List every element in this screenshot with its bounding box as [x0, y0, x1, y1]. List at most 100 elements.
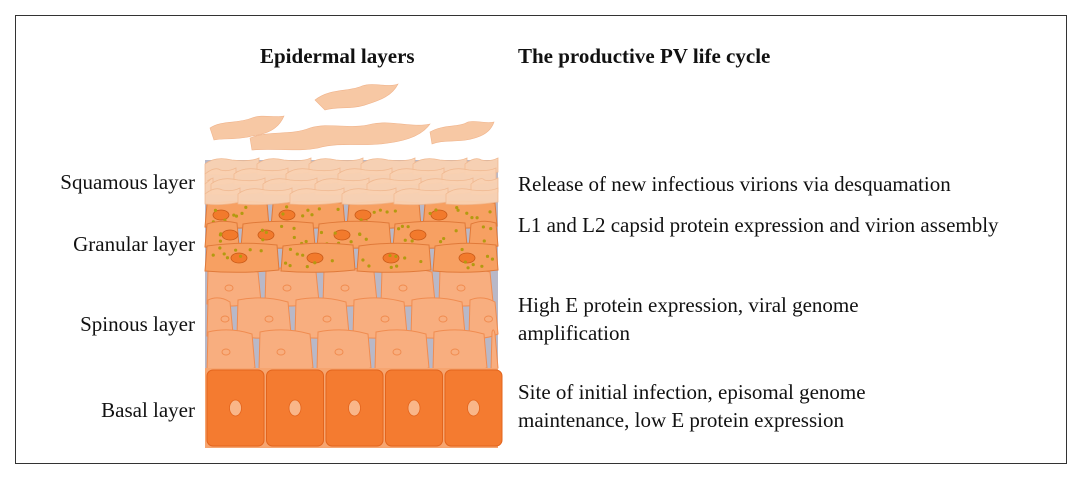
spinous-nucleus [340, 284, 350, 292]
keratohyalin-granule [470, 216, 474, 220]
keratohyalin-granule [389, 265, 393, 269]
epidermal-layers-heading: Epidermal layers [260, 44, 415, 68]
spinous-cell [258, 329, 314, 373]
desquamating-flakes [209, 83, 495, 151]
keratohyalin-granule [288, 247, 293, 251]
keratohyalin-granule [281, 212, 285, 216]
basal-layer-label: Basal layer [101, 398, 195, 422]
keratohyalin-granule [244, 205, 248, 209]
keratohyalin-granule [488, 210, 492, 214]
keratohyalin-granule [305, 265, 309, 269]
spinous-nucleus [334, 348, 344, 356]
keratohyalin-granule [378, 208, 383, 212]
keratohyalin-granule [454, 229, 458, 233]
keratohyalin-granule [463, 260, 467, 264]
granular-layer-label: Granular layer [73, 232, 195, 256]
keratohyalin-granule [361, 258, 365, 262]
spinous-nucleus [282, 284, 292, 292]
keratohyalin-granule [218, 239, 223, 243]
spinous-cell [432, 329, 488, 373]
keratohyalin-granule [285, 205, 289, 209]
keratohyalin-granule [485, 254, 490, 258]
keratohyalin-granule [419, 259, 423, 264]
keratohyalin-granule [259, 249, 263, 253]
keratohyalin-granule [471, 262, 475, 267]
keratohyalin-granule [333, 231, 337, 235]
keratohyalin-granule [358, 232, 362, 237]
keratohyalin-granule [222, 252, 226, 256]
keratohyalin-granule [434, 208, 438, 212]
basal-nucleus [229, 399, 242, 417]
keratohyalin-granule [330, 259, 334, 263]
squamous-cell [204, 187, 241, 206]
basal-nucleus [288, 399, 302, 417]
squamous-cell [445, 187, 499, 206]
keratohyalin-granule [283, 261, 288, 265]
spinous-nucleus [224, 284, 234, 292]
keratohyalin-granule [482, 239, 486, 243]
granular-nucleus [458, 252, 476, 264]
keratohyalin-granule [349, 240, 353, 244]
keratohyalin-granule [489, 227, 493, 231]
keratohyalin-granule [261, 238, 265, 242]
keratohyalin-granule [460, 247, 464, 252]
keratohyalin-granule [234, 214, 239, 218]
keratohyalin-granule [372, 210, 376, 214]
keratohyalin-granule [475, 216, 479, 220]
granular-layer-cells [204, 200, 499, 273]
squamous-layer-description: Release of new infectious virions via de… [518, 172, 951, 196]
keratohyalin-granule [234, 248, 238, 252]
keratohyalin-granule [393, 209, 397, 213]
granular-nucleus [230, 252, 248, 264]
squamous-cell [237, 187, 293, 206]
keratohyalin-granule [301, 214, 305, 218]
basal-nucleus [467, 399, 480, 417]
granular-nucleus [212, 209, 230, 221]
spinous-nucleus [392, 348, 402, 356]
keratohyalin-granule [480, 264, 484, 268]
granular-nucleus [409, 229, 427, 241]
spinous-nucleus [322, 315, 332, 323]
keratohyalin-granule [364, 237, 368, 241]
keratohyalin-granule [317, 207, 321, 211]
spinous-nucleus [221, 348, 231, 356]
keratohyalin-granule [403, 238, 407, 242]
squamous-layer-cells [204, 157, 499, 206]
spinous-layer-description: High E protein expression, viral genome … [518, 293, 859, 345]
keratohyalin-granule [400, 224, 404, 228]
granular-nucleus [257, 229, 275, 241]
basal-nucleus [348, 399, 361, 417]
spinous-nucleus [380, 315, 390, 323]
keratohyalin-granule [336, 207, 340, 212]
spinous-cell [316, 329, 372, 373]
keratohyalin-granule [385, 210, 389, 214]
basal-layer-description: Site of initial infection, episomal geno… [518, 380, 866, 432]
granular-nucleus [333, 229, 351, 241]
keratohyalin-granule [218, 246, 222, 250]
keratohyalin-granule [232, 213, 236, 217]
squamous-cell [393, 187, 449, 206]
keratohyalin-granule [466, 266, 470, 270]
spinous-nucleus [484, 315, 493, 323]
keratohyalin-granule [395, 264, 399, 268]
granular-nucleus [278, 209, 296, 221]
keratohyalin-granule [292, 235, 296, 240]
keratohyalin-granule [397, 227, 401, 231]
keratohyalin-granule [403, 256, 407, 260]
spinous-nucleus [220, 315, 230, 323]
keratohyalin-granule [219, 232, 223, 236]
spinous-cell [206, 329, 256, 373]
keratohyalin-granule [260, 228, 265, 232]
keratohyalin-granule [367, 264, 371, 268]
keratohyalin-granule [264, 230, 268, 235]
keratohyalin-granule [313, 261, 317, 265]
keratohyalin-granule [295, 252, 299, 256]
spinous-nucleus [438, 315, 448, 323]
basal-nucleus [407, 399, 421, 417]
keratohyalin-granule [406, 225, 410, 229]
keratohyalin-granule [279, 224, 284, 229]
spinous-layer-cells [206, 267, 499, 373]
keratohyalin-granule [213, 208, 218, 212]
spinous-nucleus [398, 284, 408, 292]
